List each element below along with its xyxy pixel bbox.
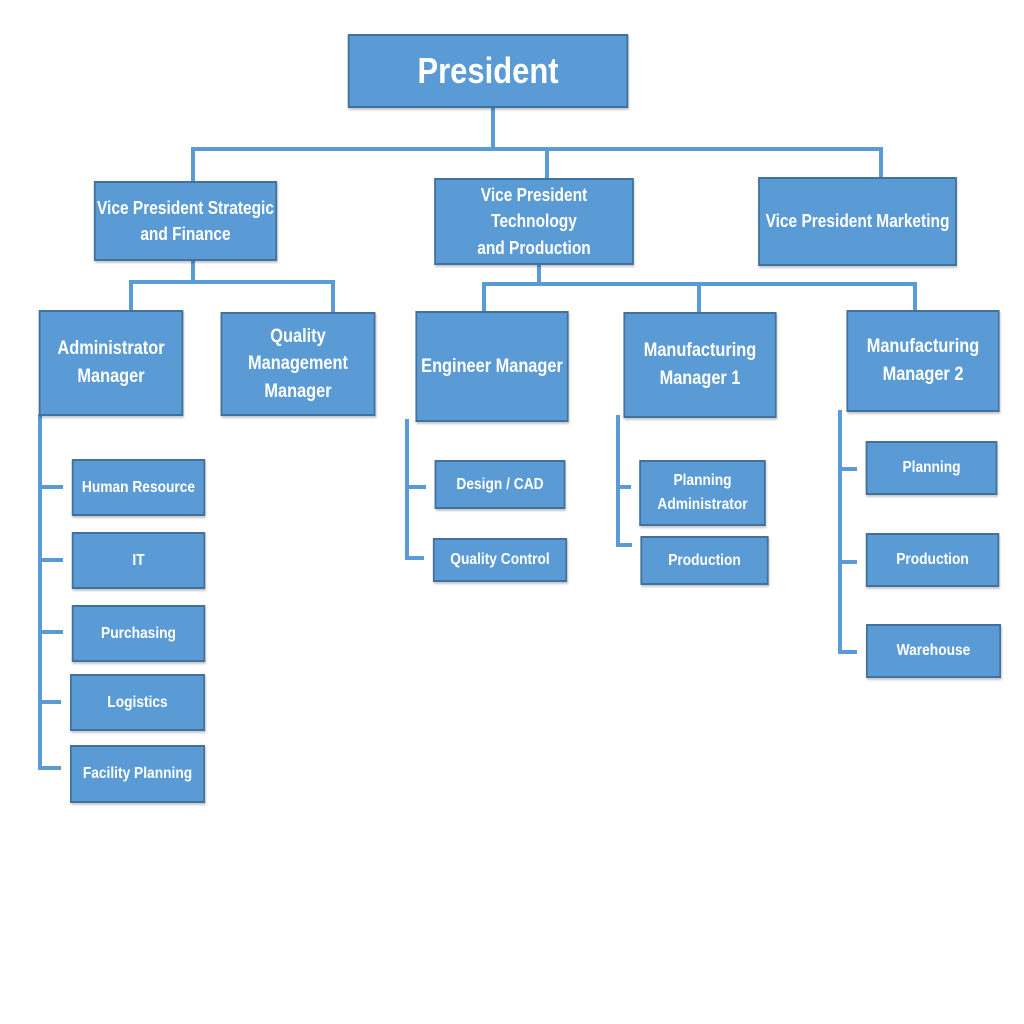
unit-purchasing-box: Purchasing [71, 605, 206, 662]
unit-planning-administrator-box: Planning Administrator [639, 460, 766, 526]
president-box: President [347, 34, 629, 108]
unit-planning-2-box: Planning [865, 441, 998, 495]
manufacturing-manager-2-box: Manufacturing Manager 2 [846, 310, 1000, 412]
unit-production-1-box: Production [640, 536, 769, 585]
quality-management-manager-box: Quality Management Manager [220, 312, 376, 416]
unit-it-box: IT [71, 532, 206, 589]
unit-facility-planning-box: Facility Planning [69, 745, 206, 803]
vp-marketing-box: Vice President Marketing [758, 177, 957, 266]
administrator-manager-box: Administrator Manager [38, 310, 184, 416]
unit-design-cad-box: Design / CAD [434, 460, 566, 509]
unit-logistics-box: Logistics [69, 674, 206, 731]
engineer-manager-box: Engineer Manager [415, 311, 569, 422]
vp-technology-production-box: Vice President Technology and Production [434, 178, 634, 265]
unit-human-resource-box: Human Resource [71, 459, 206, 516]
unit-quality-control-box: Quality Control [432, 538, 568, 582]
unit-production-2-box: Production [865, 533, 1000, 587]
vp-strategic-finance-box: Vice President Strategic and Finance [93, 181, 278, 261]
manufacturing-manager-1-box: Manufacturing Manager 1 [623, 312, 777, 418]
unit-warehouse-box: Warehouse [865, 624, 1002, 678]
